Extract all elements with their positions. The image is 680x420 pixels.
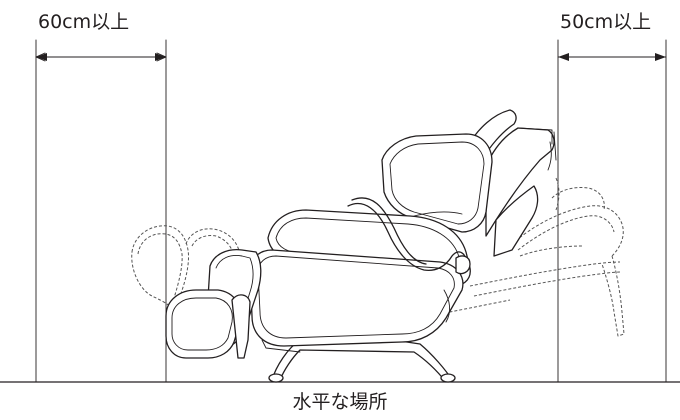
chair-armrest: [413, 211, 463, 323]
left-arrow-heads: [36, 53, 166, 61]
left-clearance-guide: [35, 39, 167, 383]
chair-footrest: [165, 248, 262, 359]
reclined-backrest-outline: [419, 177, 625, 337]
chair-base: [268, 337, 456, 383]
floor-label: 水平な場所: [292, 391, 388, 413]
remote-cord: [347, 197, 471, 275]
right-clearance-label: 50cm以上: [560, 11, 652, 33]
chair-side-panel: [249, 249, 464, 353]
left-clearance-label: 60cm以上: [38, 11, 130, 33]
right-clearance-guide: [557, 39, 667, 383]
